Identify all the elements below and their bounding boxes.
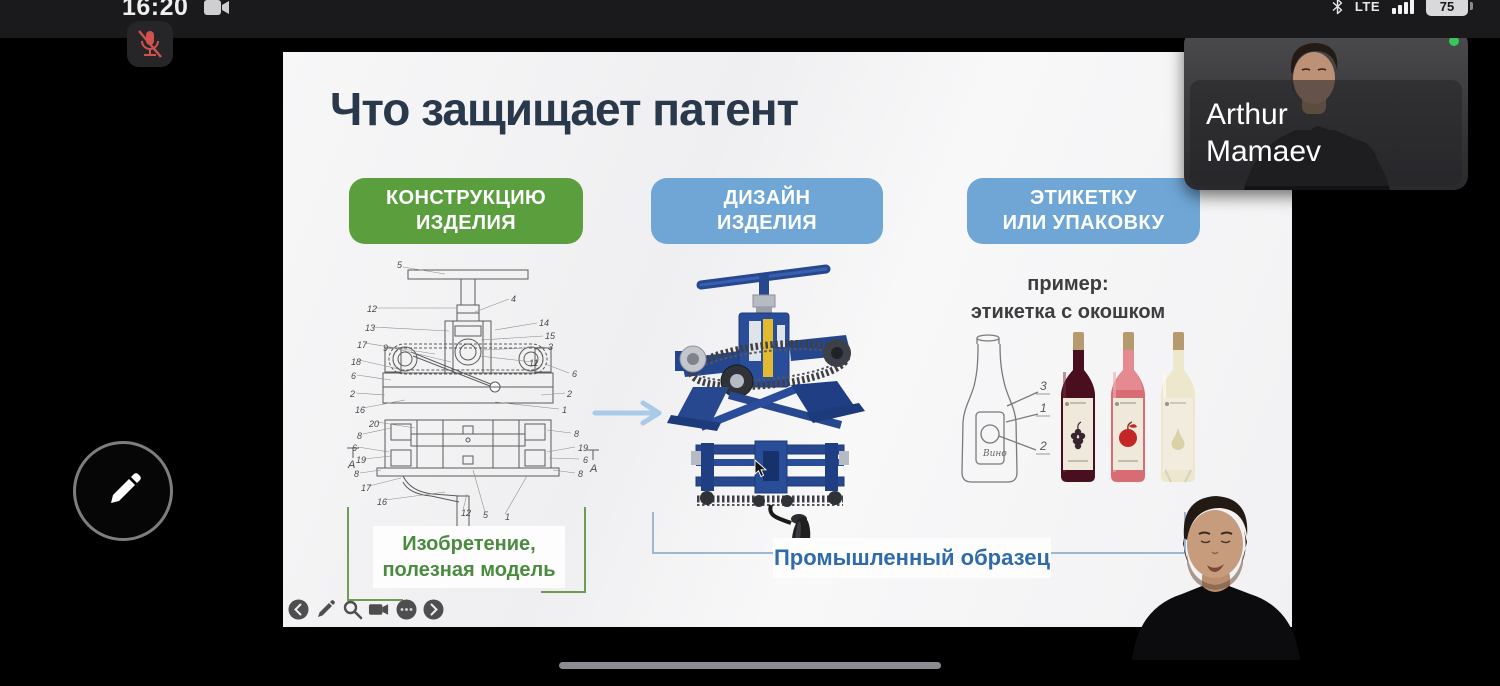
svg-text:A: A [347,459,355,471]
svg-text:6: 6 [352,443,357,453]
home-indicator[interactable] [559,662,941,669]
invention-bracket [347,507,586,601]
svg-text:3: 3 [548,342,553,352]
video-camera-icon [204,0,230,16]
svg-text:16: 16 [355,405,365,415]
svg-text:2: 2 [566,389,572,399]
example-caption: пример: этикетка с окошком [970,273,1166,323]
mouse-cursor [754,459,768,478]
svg-text:5: 5 [397,260,403,270]
microphone-muted-icon [136,29,164,59]
slide-toolbar [287,598,444,620]
drawing-callout-numbers: 5 12 13 17 9 18 6 2 16 20 8 6 19 8 17 16… [347,260,597,522]
svg-text:4: 4 [511,294,516,304]
pencil-icon [101,469,145,513]
svg-text:11: 11 [529,358,538,368]
svg-text:6: 6 [583,455,588,465]
svg-text:3: 3 [1040,379,1047,393]
status-bar: 16:20 LTE 75 [0,0,1500,38]
participant-thumbnail[interactable]: Arthur Mamaev [1184,30,1468,190]
product-render-pipe-bender [667,264,865,550]
slide-title: Что защищает патент [330,83,799,135]
svg-text:12: 12 [367,304,377,314]
active-speaker-indicator [1449,36,1459,46]
machine-bottom-view [691,440,849,550]
svg-text:6: 6 [351,371,356,381]
svg-text:16: 16 [377,497,387,507]
category-box-design: ДИЗАЙН ИЗДЕЛИЯ [651,178,883,244]
svg-text:13: 13 [365,323,375,333]
industrial-design-label: Промышленный образец [773,538,1051,578]
camera-button[interactable] [368,598,390,620]
svg-text:9: 9 [383,343,388,353]
svg-text:15: 15 [545,331,556,341]
annotate-button[interactable] [73,441,173,541]
clock: 16:20 [122,0,189,21]
next-slide-button[interactable] [422,598,444,620]
draw-tool-button[interactable] [314,598,336,620]
network-type: LTE [1354,0,1380,14]
svg-text:1: 1 [505,512,510,522]
previous-slide-button[interactable] [287,598,309,620]
svg-text:8: 8 [578,469,583,479]
svg-text:A: A [589,463,597,475]
right-arrow-icon [592,400,662,426]
category-box-construction: КОНСТРУКЦИЮ ИЗДЕЛИЯ [349,178,583,244]
category-box-label-packaging: ЭТИКЕТКУ ИЛИ УПАКОВКУ [967,178,1200,244]
bluetooth-icon [1332,0,1343,15]
participant-name-line1: Arthur [1206,98,1288,131]
speaker-video [1128,482,1304,660]
sketch-callout-numbers: 3 1 2 [1039,379,1047,453]
presentation-slide: Что защищает патент КОНСТРУКЦИЮ ИЗДЕЛИЯ … [283,52,1292,627]
invention-label: Изобретение, полезная модель [373,526,565,588]
svg-text:20: 20 [368,419,379,429]
machine-top-view [667,264,865,431]
wine-bottles-photo [1061,332,1195,483]
svg-text:14: 14 [539,318,549,328]
svg-text:19: 19 [578,443,588,453]
svg-text:6: 6 [572,369,577,379]
svg-text:8: 8 [574,429,579,439]
battery-icon: 75 [1426,0,1473,16]
zoom-tool-button[interactable] [341,598,363,620]
participant-name-line2: Mamaev [1206,135,1322,168]
svg-text:5: 5 [483,510,489,520]
svg-text:17: 17 [361,483,372,493]
mute-button[interactable] [127,21,173,67]
sketch-bottle-word: Вино [982,449,1007,459]
patent-technical-drawing: 5 12 13 17 9 18 6 2 16 20 8 6 19 8 17 16… [347,260,599,541]
svg-text:1: 1 [1040,401,1047,415]
svg-text:2: 2 [1039,439,1047,453]
bottle-sketch: Вино 3 1 2 [961,334,1050,483]
speaker-portrait [1132,496,1300,660]
bottle-rose-apple [1111,332,1145,482]
svg-text:18: 18 [351,357,361,367]
svg-text:8: 8 [354,469,359,479]
svg-text:1: 1 [562,405,567,415]
svg-text:8: 8 [357,431,362,441]
battery-percent: 75 [1439,0,1455,14]
svg-text:19: 19 [356,455,366,465]
bottle-white-pear [1161,332,1195,483]
bottle-red-grape [1061,332,1095,482]
svg-text:12: 12 [461,508,471,518]
signal-bars-icon [1392,0,1414,14]
svg-text:2: 2 [349,389,355,399]
more-options-button[interactable] [395,598,417,620]
svg-text:17: 17 [357,340,368,350]
participant-nameplate: Arthur Mamaev [1190,80,1462,186]
